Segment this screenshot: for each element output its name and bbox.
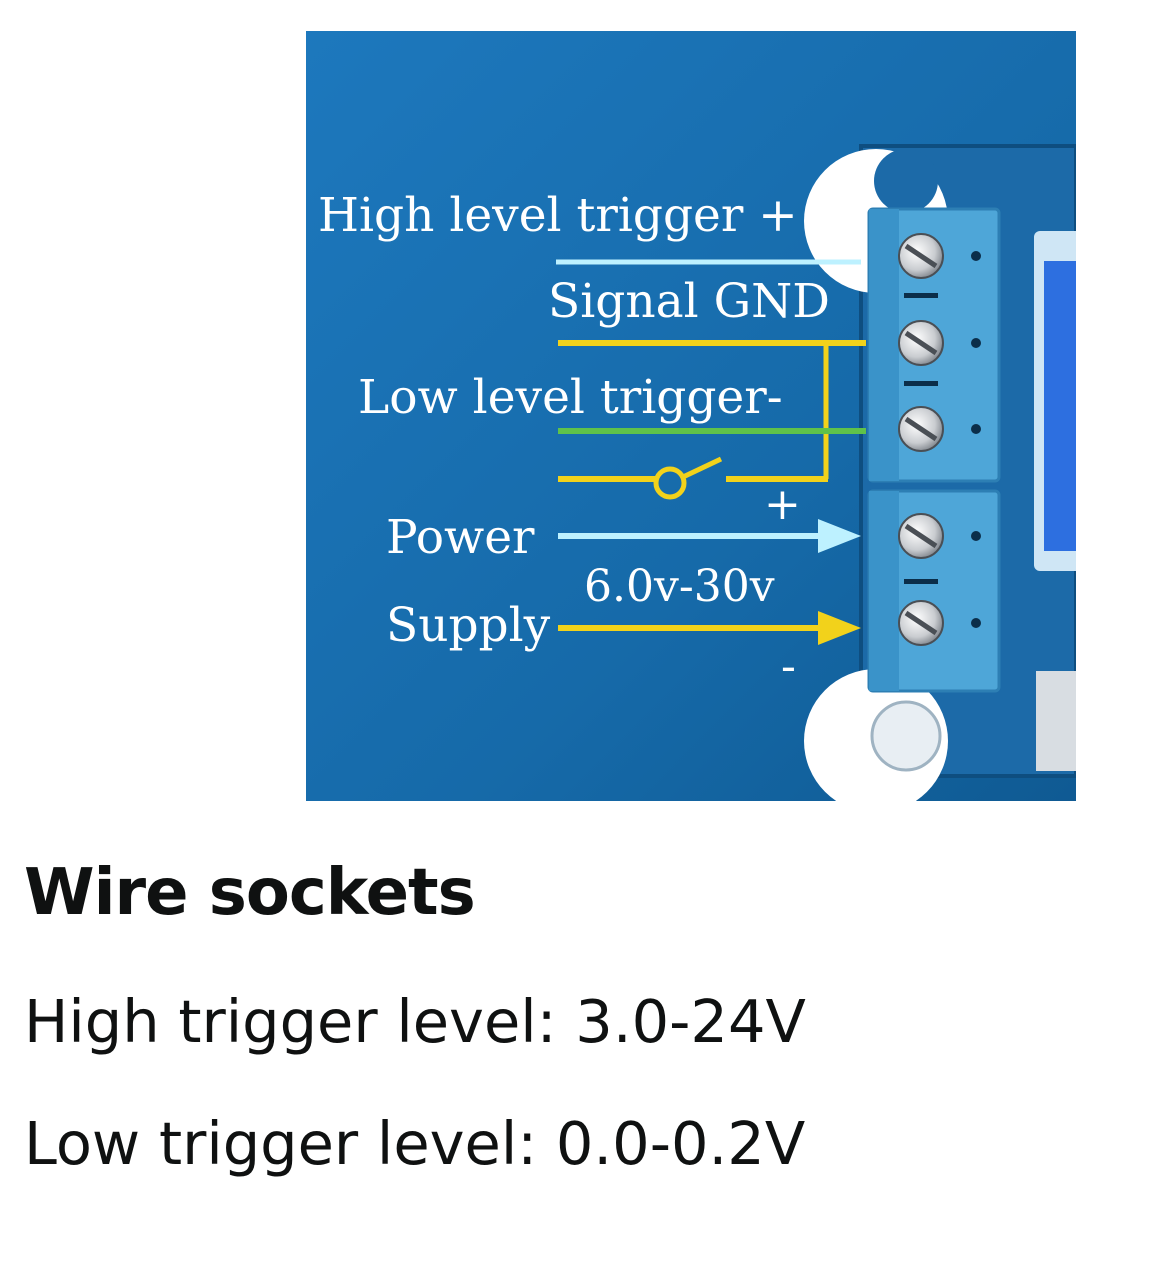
terminal-screws xyxy=(898,233,944,646)
label-low-trigger: Low level trigger- xyxy=(358,370,783,425)
push-button xyxy=(1036,671,1076,771)
low-trigger-spec: Low trigger level: 0.0-0.2V xyxy=(24,1109,806,1178)
label-supply: Supply xyxy=(386,598,551,653)
label-plus: + xyxy=(764,479,801,530)
wires xyxy=(556,259,866,645)
high-trigger-spec: High trigger level: 3.0-24V xyxy=(24,987,806,1056)
label-power: Power xyxy=(386,510,535,565)
wiring-diagram: High level trigger + Signal GND Low leve… xyxy=(306,31,1076,801)
label-signal-gnd: Signal GND xyxy=(548,274,830,329)
display-screen xyxy=(1044,261,1076,551)
product-wiring-image: High level trigger + Signal GND Low leve… xyxy=(306,31,1076,801)
mounting-hole-bottom-inner xyxy=(870,700,942,772)
label-minus: - xyxy=(781,641,796,692)
label-high-trigger: High level trigger + xyxy=(318,188,798,243)
section-heading: Wire sockets xyxy=(24,856,476,930)
label-voltage: 6.0v-30v xyxy=(584,561,775,612)
mounting-hole-top-inner xyxy=(874,149,938,213)
